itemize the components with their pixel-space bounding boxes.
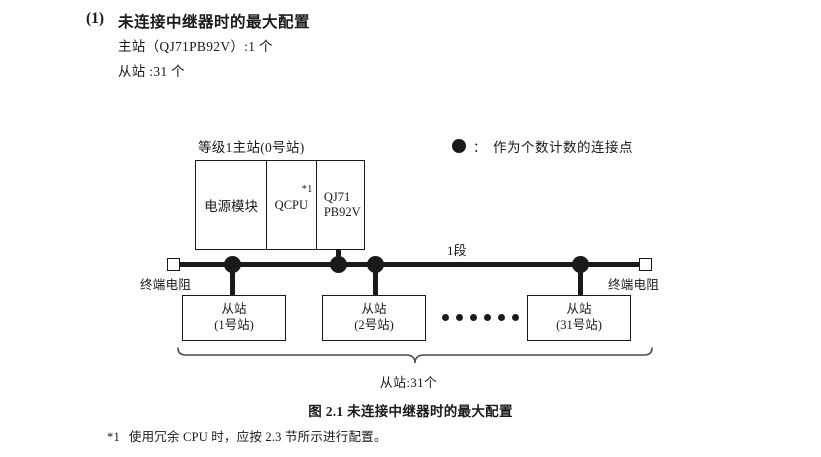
segment-label: 1段 <box>447 243 467 258</box>
slave-2-drop-line <box>373 264 378 296</box>
pb92v-label-line2: PB92V <box>323 205 361 219</box>
figure-caption: 图 2.1 未连接中继器时的最大配置 <box>308 404 513 419</box>
slave-title: 从站 <box>566 302 592 317</box>
qcpu-module-cell: QCPU *1 <box>267 161 317 249</box>
ellipsis-dot <box>442 314 449 321</box>
bus-trunk-line <box>178 262 644 267</box>
terminating-resistor-icon-right <box>639 258 652 271</box>
master-station-caption: 等级1主站(0号站) <box>198 140 305 155</box>
footnote-marker: *1 <box>301 183 313 195</box>
qcpu-label: QCPU <box>274 197 309 212</box>
page-title: 未连接中继器时的最大配置 <box>118 14 311 31</box>
slave-31-drop-line <box>578 264 583 296</box>
power-module-cell: 电源模块 <box>196 161 268 249</box>
ellipsis-dot <box>470 314 477 321</box>
slave-1-drop-line <box>230 264 235 296</box>
legend: ： 作为个数计数的连接点 <box>452 136 633 156</box>
legend-colon: ： <box>473 139 487 155</box>
ellipsis-dot <box>484 314 491 321</box>
ellipsis-dot <box>456 314 463 321</box>
power-module-label: 电源模块 <box>204 199 259 214</box>
heading-number: (1) <box>86 10 105 27</box>
slave-station-number: (31号站) <box>556 318 602 332</box>
slave-title: 从站 <box>221 302 247 317</box>
terminator-label-right: 终端电阻 <box>608 278 660 292</box>
ellipsis-dot <box>498 314 505 321</box>
spec-slave-count: 从站 :31 个 <box>118 64 185 79</box>
connection-dot-master <box>330 256 347 273</box>
slave-station-box: 从站 (1号站) <box>182 295 286 341</box>
slave-total-label: 从站:31个 <box>379 375 438 390</box>
terminating-resistor-icon-left <box>167 258 180 271</box>
slave-station-number: (1号站) <box>214 318 254 332</box>
ellipsis-dot <box>512 314 519 321</box>
slave-range-brace <box>177 347 653 364</box>
pb92v-label-line1: QJ71 <box>323 190 351 204</box>
filled-circle-icon <box>452 139 466 153</box>
master-station-rack: 电源模块 QCPU *1 QJ71 PB92V <box>195 160 365 250</box>
slave-station-box: 从站 (31号站) <box>527 295 631 341</box>
footnote-mark: *1 <box>107 430 120 444</box>
spec-master-count: 主站（QJ71PB92V）:1 个 <box>118 39 273 54</box>
footnote: *1 使用冗余 CPU 时，应按 2.3 节所示进行配置。 <box>107 426 387 445</box>
footnote-text: 使用冗余 CPU 时，应按 2.3 节所示进行配置。 <box>128 430 387 444</box>
slave-station-number: (2号站) <box>354 318 394 332</box>
slave-title: 从站 <box>361 302 387 317</box>
legend-label: 作为个数计数的连接点 <box>493 140 634 155</box>
slave-station-box: 从站 (2号站) <box>322 295 426 341</box>
ellipsis-dots-icon <box>442 314 519 321</box>
pb92v-module-cell: QJ71 PB92V <box>317 161 364 249</box>
terminator-label-left: 终端电阻 <box>140 278 192 292</box>
